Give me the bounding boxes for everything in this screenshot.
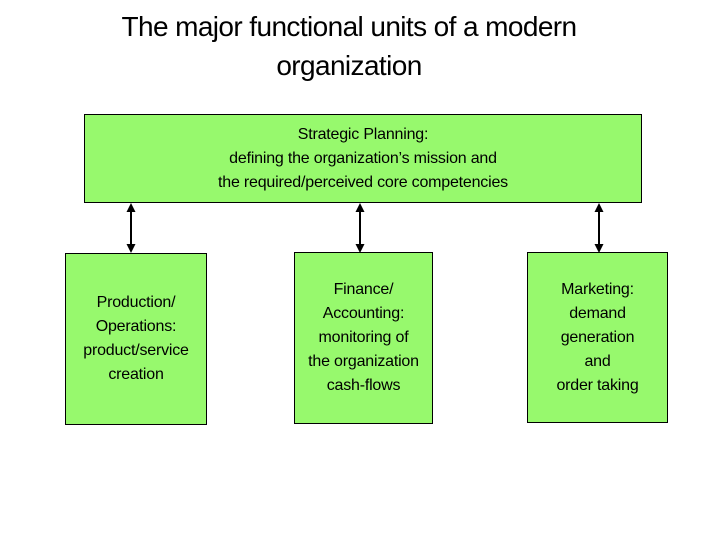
box-text-line: generation <box>560 328 635 346</box>
marketing-box: Marketing: demand generation and order t… <box>527 252 668 423</box>
box-text-line: Strategic Planning: <box>297 125 429 143</box>
box-text-line: and <box>584 352 611 370</box>
double-headed-arrow-icon <box>594 203 604 253</box>
box-text-line: demand <box>569 304 626 322</box>
strategic-planning-box: Strategic Planning: defining the organiz… <box>84 114 642 203</box>
double-headed-arrow-icon <box>126 203 136 253</box>
box-text-line: cash-flows <box>326 377 401 394</box>
box-text-line: product/service <box>83 342 189 359</box>
production-operations-box: Production/ Operations: product/service … <box>65 253 207 425</box>
page-title: The major functional units of a modern o… <box>0 7 698 85</box>
box-text-line: Finance/ <box>333 281 394 298</box>
box-text-line: the required/perceived core competencies <box>218 173 508 191</box>
page-title-line-1: The major functional units of a modern <box>121 11 577 42</box>
finance-accounting-box: Finance/ Accounting: monitoring of the o… <box>294 252 433 424</box>
box-text-line: Production/ <box>96 294 176 311</box>
box-text-line: order taking <box>556 376 639 394</box>
box-text-line: monitoring of <box>318 329 409 346</box>
box-text-line: creation <box>108 366 164 383</box>
box-text-line: Operations: <box>95 318 177 335</box>
double-headed-arrow-icon <box>355 203 365 253</box>
box-text-line: the organization <box>308 353 419 370</box>
box-text-line: defining the organization’s mission and <box>229 149 497 167</box>
box-text-line: Accounting: <box>322 305 405 322</box>
box-text-line: Marketing: <box>561 280 634 298</box>
page-title-line-2: organization <box>276 50 422 81</box>
